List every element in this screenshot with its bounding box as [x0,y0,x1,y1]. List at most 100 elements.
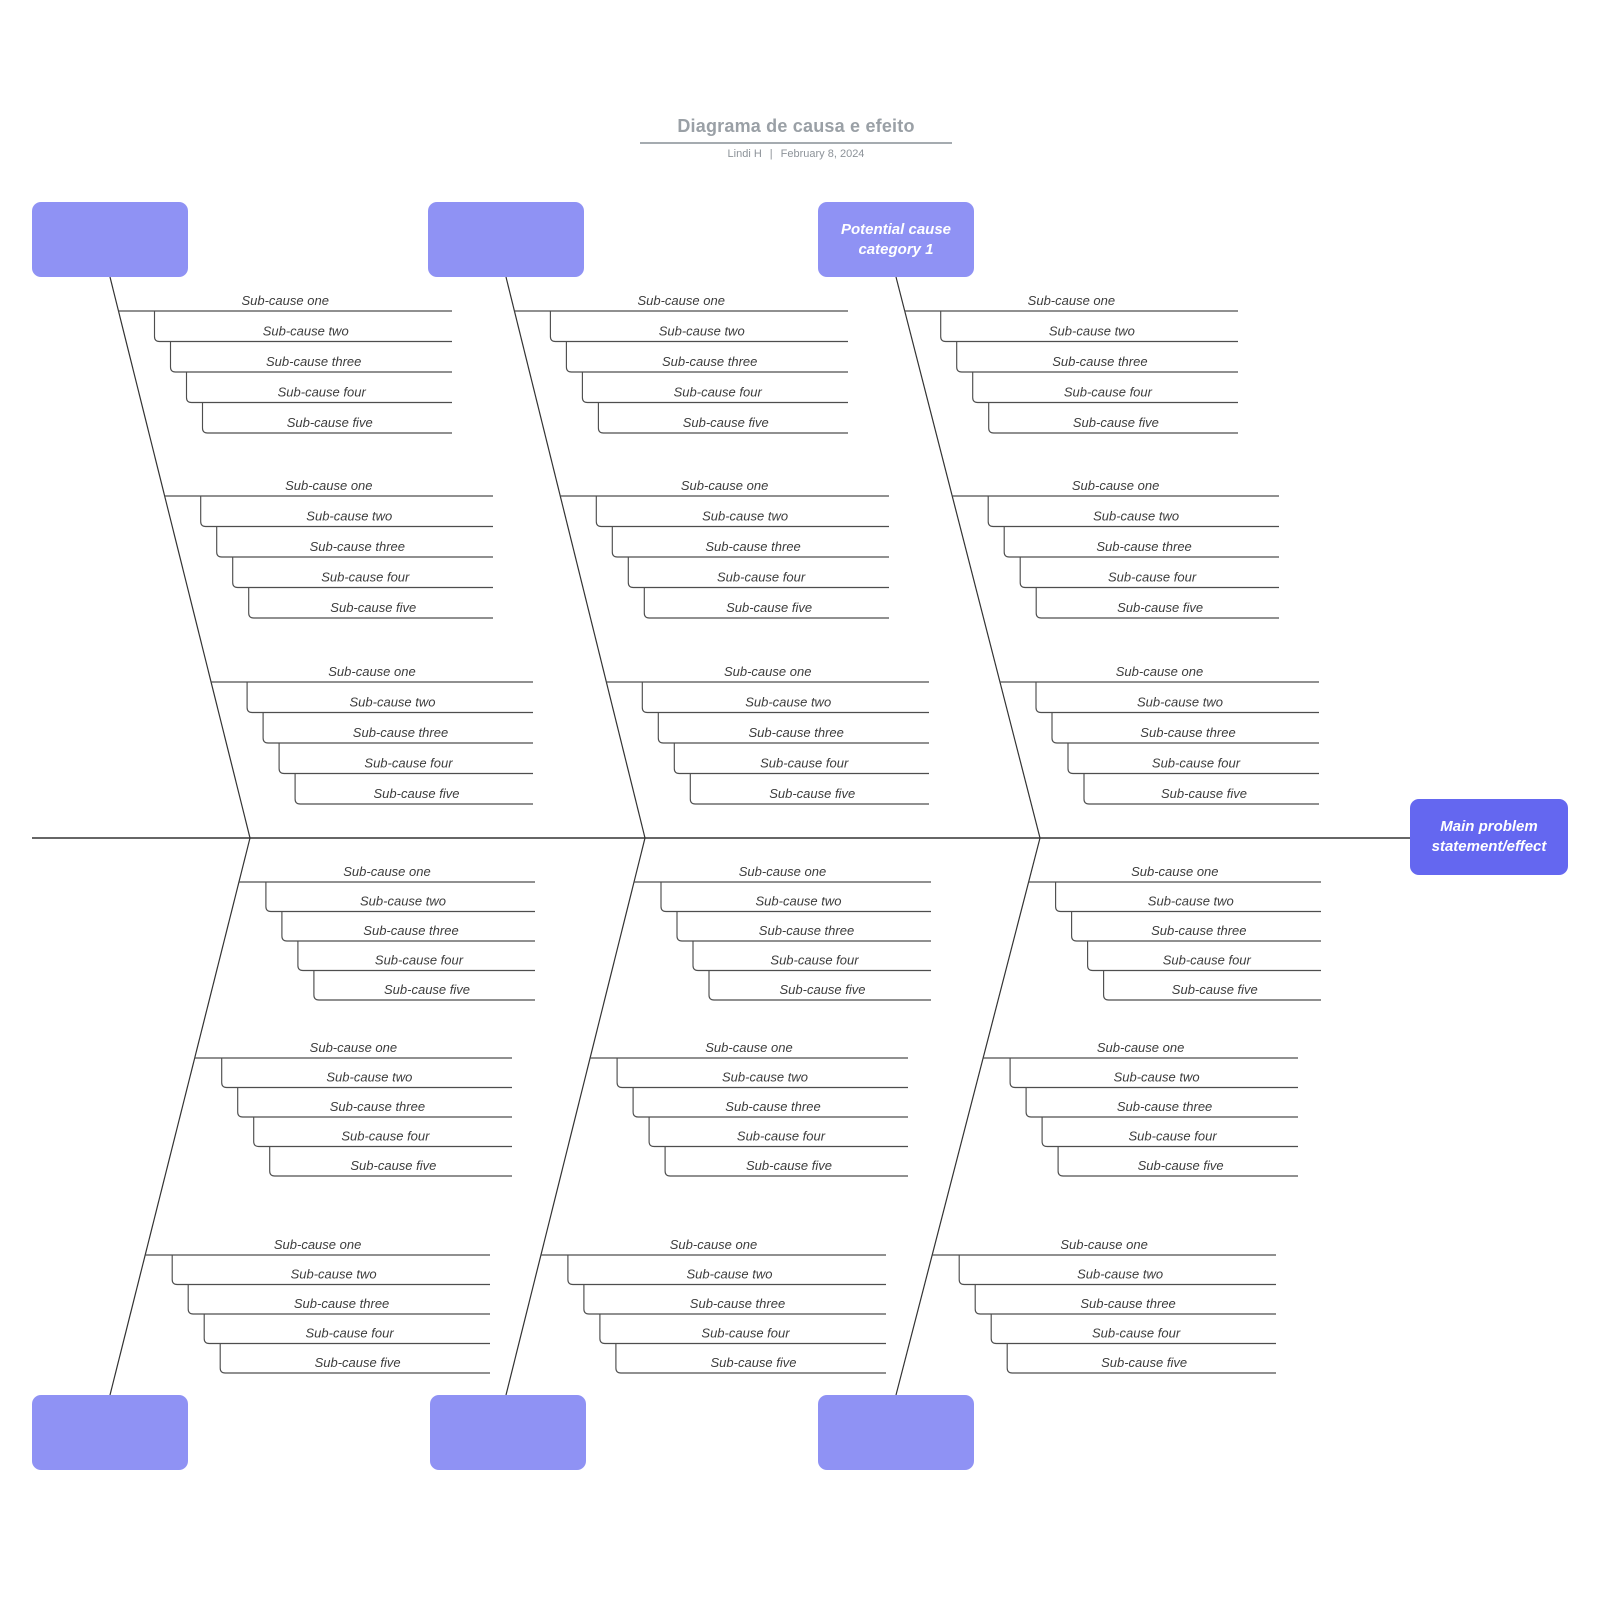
subcause-label[interactable]: Sub-cause five [726,600,812,615]
subcause-label[interactable]: Sub-cause four [321,570,410,585]
subcause-label[interactable]: Sub-cause two [306,509,392,524]
subcause-label[interactable]: Sub-cause four [341,1129,430,1144]
subcause-label[interactable]: Sub-cause four [278,385,367,400]
subcause-label[interactable]: Sub-cause two [756,894,842,909]
subcause-label[interactable]: Sub-cause one [670,1237,757,1252]
subcause-label[interactable]: Sub-cause one [705,1040,792,1055]
subcause-label[interactable]: Sub-cause two [1148,894,1234,909]
subcause-label[interactable]: Sub-cause one [1028,293,1115,308]
subcause-label[interactable]: Sub-cause five [384,982,470,997]
subcause-label[interactable]: Sub-cause three [690,1296,785,1311]
subcause-label[interactable]: Sub-cause one [343,864,430,879]
subcause-label[interactable]: Sub-cause four [306,1326,395,1341]
subcause-label[interactable]: Sub-cause five [769,786,855,801]
subcause-label[interactable]: Sub-cause four [375,953,464,968]
subcause-label[interactable]: Sub-cause two [702,509,788,524]
subcause-label[interactable]: Sub-cause one [739,864,826,879]
subcause-label[interactable]: Sub-cause three [705,539,800,554]
subcause-label[interactable]: Sub-cause two [1077,1267,1163,1282]
subcause-label[interactable]: Sub-cause four [1152,756,1241,771]
subcause-label[interactable]: Sub-cause five [780,982,866,997]
subcause-label[interactable]: Sub-cause two [360,894,446,909]
subcause-label[interactable]: Sub-cause three [310,539,405,554]
subcause-label[interactable]: Sub-cause four [701,1326,790,1341]
subcause-label[interactable]: Sub-cause one [1060,1237,1147,1252]
subcause-label[interactable]: Sub-cause four [1092,1326,1181,1341]
category-box-bottom-3[interactable] [818,1395,974,1470]
subcause-label[interactable]: Sub-cause one [274,1237,361,1252]
subcause-label[interactable]: Sub-cause five [330,600,416,615]
subcause-label[interactable]: Sub-cause one [1116,664,1203,679]
subcause-label[interactable]: Sub-cause five [374,786,460,801]
subcause-label[interactable]: Sub-cause three [353,725,448,740]
subcause-label[interactable]: Sub-cause three [662,354,757,369]
subcause-label[interactable]: Sub-cause four [760,756,849,771]
subcause-label[interactable]: Sub-cause three [725,1099,820,1114]
subcause-label[interactable]: Sub-cause two [1137,695,1223,710]
subcause-label[interactable]: Sub-cause three [1052,354,1147,369]
category-box-bottom-1[interactable] [32,1395,188,1470]
subcause-label[interactable]: Sub-cause four [770,953,859,968]
subcause-label[interactable]: Sub-cause two [722,1070,808,1085]
subcause-label[interactable]: Sub-cause four [1163,953,1252,968]
subcause-label[interactable]: Sub-cause five [1138,1158,1224,1173]
subcause-label[interactable]: Sub-cause five [287,415,373,430]
subcause-label[interactable]: Sub-cause three [1117,1099,1212,1114]
subcause-label[interactable]: Sub-cause one [637,293,724,308]
subcause-label[interactable]: Sub-cause five [315,1355,401,1370]
subcause-label[interactable]: Sub-cause four [1108,570,1197,585]
subcause-label[interactable]: Sub-cause two [326,1070,412,1085]
subcause-label[interactable]: Sub-cause three [1096,539,1191,554]
subcause-label[interactable]: Sub-cause five [1161,786,1247,801]
subcause-line [597,402,848,434]
category-box-top-2[interactable] [428,202,584,277]
subcause-label[interactable]: Sub-cause one [241,293,328,308]
subcause-label[interactable]: Sub-cause three [266,354,361,369]
subcause-label[interactable]: Sub-cause three [330,1099,425,1114]
subcause-label[interactable]: Sub-cause three [1151,923,1246,938]
subcause-label[interactable]: Sub-cause one [1072,478,1159,493]
subcause-label[interactable]: Sub-cause four [737,1129,826,1144]
subcause-label[interactable]: Sub-cause five [746,1158,832,1173]
subcause-label[interactable]: Sub-cause four [717,570,806,585]
subcause-label[interactable]: Sub-cause one [681,478,768,493]
subcause-label[interactable]: Sub-cause five [711,1355,797,1370]
subcause-label[interactable]: Sub-cause two [1114,1070,1200,1085]
category-box-bottom-2[interactable] [430,1395,586,1470]
subcause-label[interactable]: Sub-cause three [363,923,458,938]
subcause-line [988,402,1238,434]
subcause-label[interactable]: Sub-cause five [1101,1355,1187,1370]
subcause-label[interactable]: Sub-cause five [1172,982,1258,997]
subcause-label[interactable]: Sub-cause three [294,1296,389,1311]
subcause-label[interactable]: Sub-cause three [1140,725,1235,740]
subcause-label[interactable]: Sub-cause one [328,664,415,679]
subcause-label[interactable]: Sub-cause two [687,1267,773,1282]
subcause-label[interactable]: Sub-cause five [1073,415,1159,430]
subcause-label[interactable]: Sub-cause five [683,415,769,430]
subcause-label[interactable]: Sub-cause two [263,324,349,339]
subcause-label[interactable]: Sub-cause one [1097,1040,1184,1055]
subcause-label[interactable]: Sub-cause four [364,756,453,771]
subcause-label[interactable]: Sub-cause one [1131,864,1218,879]
subcause-label[interactable]: Sub-cause two [291,1267,377,1282]
subcause-line [221,1058,512,1089]
subcause-label[interactable]: Sub-cause three [759,923,854,938]
subcause-label[interactable]: Sub-cause four [674,385,763,400]
main-effect-box[interactable]: Main problem statement/effect [1410,799,1568,875]
subcause-label[interactable]: Sub-cause four [1064,385,1153,400]
subcause-label[interactable]: Sub-cause one [285,478,372,493]
subcause-label[interactable]: Sub-cause five [1117,600,1203,615]
subcause-label[interactable]: Sub-cause two [659,324,745,339]
subcause-label[interactable]: Sub-cause one [310,1040,397,1055]
subcause-label[interactable]: Sub-cause two [350,695,436,710]
subcause-label[interactable]: Sub-cause five [350,1158,436,1173]
subcause-label[interactable]: Sub-cause three [748,725,843,740]
subcause-label[interactable]: Sub-cause two [1049,324,1135,339]
category-box-top-3[interactable]: Potential cause category 1 [818,202,974,277]
subcause-label[interactable]: Sub-cause two [1093,509,1179,524]
category-box-top-1[interactable] [32,202,188,277]
subcause-label[interactable]: Sub-cause one [724,664,811,679]
subcause-label[interactable]: Sub-cause three [1080,1296,1175,1311]
subcause-label[interactable]: Sub-cause two [745,695,831,710]
subcause-label[interactable]: Sub-cause four [1129,1129,1218,1144]
